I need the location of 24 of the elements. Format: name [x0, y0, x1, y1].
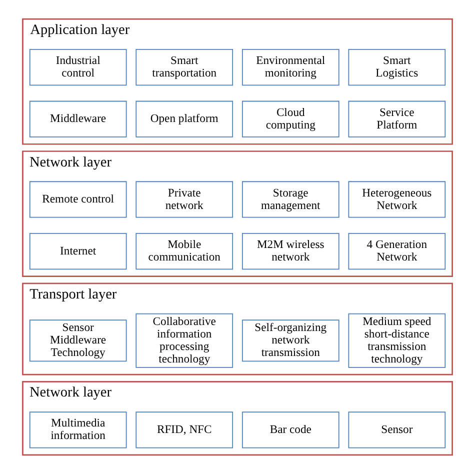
node-box: Private network — [135, 181, 233, 218]
node-box: Industrial control — [28, 49, 126, 86]
node-box: Internet — [28, 232, 126, 270]
node-box: M2M wireless network — [241, 232, 339, 270]
node-box: Bar code — [241, 412, 339, 448]
node-box: Storage management — [241, 181, 339, 218]
node-box: Open platform — [135, 100, 233, 138]
node-box: Smart Logistics — [348, 49, 446, 86]
node-box: Sensor Middleware Technology — [28, 320, 126, 362]
node-box: Multimedia information — [28, 412, 126, 448]
node-box: Medium speed short-distance transmission technology — [348, 313, 446, 368]
node-box: 4 Generation Network — [348, 232, 446, 270]
node-box: Middleware — [28, 100, 126, 138]
node-box: Environmental monitoring — [241, 49, 339, 86]
node-box: Cloud computing — [241, 100, 339, 138]
node-box: Heterogeneous Network — [348, 181, 446, 218]
node-box: Self-organizing network transmission — [241, 320, 339, 362]
node-box: Service Platform — [348, 100, 446, 138]
node-box: Collaborative information processing technology — [135, 313, 233, 368]
node-box: Mobile communication — [135, 232, 233, 270]
node-box: RFID, NFC — [135, 412, 233, 448]
node-box: Remote control — [28, 181, 126, 218]
node-box: Smart transportation — [135, 49, 233, 86]
node-box: Sensor — [348, 412, 446, 448]
